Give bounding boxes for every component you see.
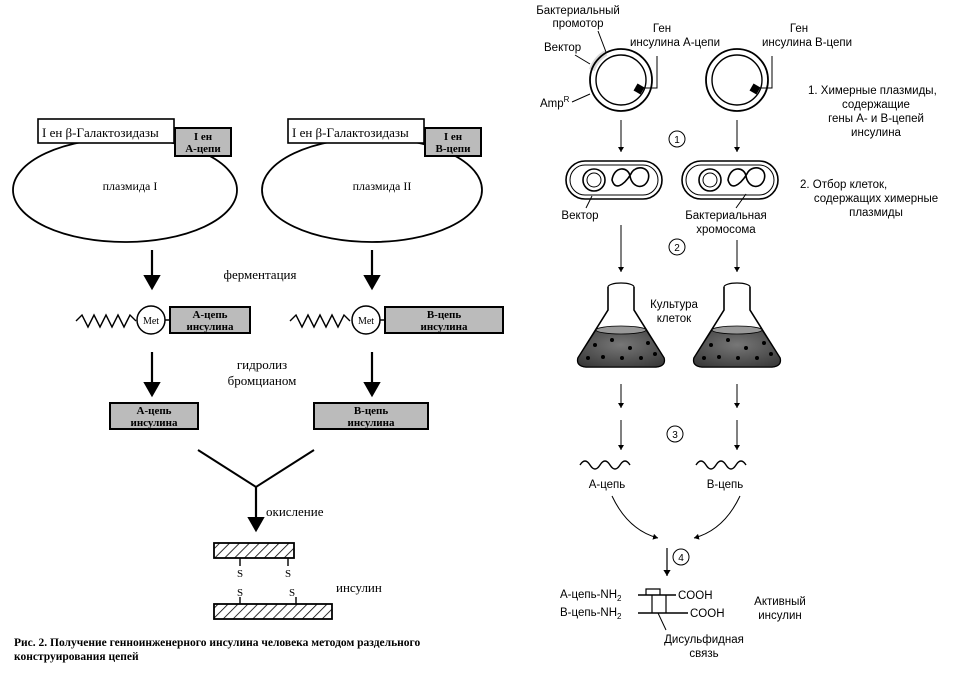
vector-label: Вектор	[544, 42, 581, 54]
step2-circle	[668, 238, 686, 256]
disulfide-label-2: связь	[689, 648, 718, 660]
culture-label-1: Культура	[650, 299, 698, 311]
caption-line-1: Рис. 2. Получение генноинженерного инсул…	[14, 637, 421, 649]
chain-a-line1: А-цепь	[137, 405, 172, 417]
note1-line1: 1. Химерные плазмиды,	[808, 85, 937, 97]
note1-line2: содержащие	[842, 99, 910, 111]
step-oxidation: окисление	[266, 504, 324, 519]
figure-caption: Рис. 2. Получение генноинженерного инсул…	[14, 636, 534, 664]
step-hydrolysis-line1: гидролиз	[237, 357, 287, 372]
b-chain-nh2: В-цепь-NH2	[560, 607, 622, 621]
met-label-2: Met	[358, 316, 374, 327]
chain-b-box: В-цепь инсулина	[313, 402, 429, 430]
promoter-label-1: Бактериальный	[536, 5, 620, 17]
plasmid-1-name: плазмида I	[103, 179, 158, 193]
chromosome-label-2: хромосома	[696, 224, 756, 236]
chain-a-label: А-цепь	[589, 479, 626, 491]
merge-arrow-a	[611, 495, 659, 540]
chain-b-line1: В-цепь	[354, 405, 389, 417]
fusion-protein-b: Met В-цепь инсулина	[289, 305, 504, 335]
met-label-1: Met	[143, 316, 159, 327]
insulin-label: инсулин	[336, 580, 382, 595]
step4-number: 4	[678, 553, 684, 564]
note2-line3: плазмиды	[849, 207, 903, 219]
bacterium-b	[681, 160, 779, 200]
chimeric-plasmid-a	[589, 48, 658, 112]
fusion-a-line2: инсулина	[187, 321, 234, 333]
gene-b-box-line1: I ен	[444, 131, 463, 143]
disulfide-label-1: Дисульфидная	[664, 634, 744, 646]
beta-gal-gene-label-2: I ен β-Гaлaктoзидaзы	[292, 125, 409, 140]
step-hydrolysis-line2: бромцианом	[228, 373, 297, 388]
plasmid-2: I ен β-Гaлaктoзидaзы I ен В-цепи плазмид…	[261, 118, 483, 243]
gene-b-label-2: инсулина В-цепи	[762, 37, 852, 49]
step1-circle	[668, 130, 686, 148]
gene-a-box-line2: А-цепи	[185, 143, 221, 155]
promoter-pointer	[597, 30, 607, 53]
chain-a-wave	[579, 460, 631, 470]
beta-gal-gene-label: I ен β-Гaлaктoзидaзы	[42, 125, 159, 140]
plasmid-2-name: плазмида II	[353, 179, 412, 193]
s-atom-2: S	[285, 568, 291, 580]
gene-a-label-1: Ген	[653, 23, 671, 35]
note1-line4: инсулина	[851, 127, 902, 139]
plasmid-1: I ен β-Гaлaктoзидaзы I ен А-цепи плазмид…	[12, 118, 238, 243]
fusion-a-line1: А-цепь	[193, 309, 228, 321]
step3-number: 3	[672, 430, 678, 441]
promoter-label-2: промотор	[553, 18, 604, 30]
note2-line2: содержащих химерные	[814, 193, 938, 205]
chain-a-box: А-цепь инсулина	[109, 402, 199, 430]
gene-b-box-line2: В-цепи	[436, 143, 472, 155]
ampr-pointer	[571, 93, 591, 103]
s-atom-3: S	[237, 587, 243, 599]
s-atom-4: S	[289, 587, 295, 599]
a-chain-nh2: А-цепь-NH2	[560, 589, 622, 603]
note1-line3: гены А- и В-цепей	[828, 113, 924, 125]
gene-a-box-line1: I ен	[194, 131, 213, 143]
bacterium-a	[565, 160, 663, 200]
step1-number: 1	[674, 135, 680, 146]
insulin-molecule: S S S S	[213, 542, 333, 620]
chromosome-label-1: Бактериальная	[685, 210, 767, 222]
fusion-b-line2: инсулина	[421, 321, 468, 333]
step-fermentation: ферментация	[224, 267, 297, 282]
ampr-label: AmpR	[540, 95, 570, 110]
gene-b-label-1: Ген	[790, 23, 808, 35]
step2-number: 2	[674, 243, 680, 254]
chain-b-label: В-цепь	[707, 479, 744, 491]
fusion-protein-a: Met А-цепь инсулина	[75, 305, 251, 335]
active-insulin-label-2: инсулин	[758, 610, 802, 622]
s-atom-1: S	[237, 568, 243, 580]
chain-a-line2: инсулина	[131, 417, 178, 429]
culture-flask-b	[692, 282, 782, 368]
active-insulin-label-1: Активный	[754, 596, 806, 608]
vector-pointer	[574, 54, 591, 65]
culture-flask-a	[576, 282, 666, 368]
chain-b-line2: инсулина	[348, 417, 395, 429]
fusion-b-line1: В-цепь	[427, 309, 462, 321]
cooh-a: COOH	[678, 590, 713, 602]
vector-label-2: Вектор	[561, 210, 598, 222]
chimeric-plasmid-b	[705, 48, 773, 112]
culture-label-2: клеток	[657, 313, 692, 325]
step4-circle	[672, 548, 690, 566]
merge-arrow-b	[693, 495, 741, 540]
chain-b-wave	[695, 460, 747, 470]
merge-lines	[197, 449, 315, 489]
active-insulin: А-цепь-NH2 В-цепь-NH2 COOH COOH	[560, 588, 725, 631]
cooh-b: COOH	[690, 608, 725, 620]
caption-line-2: конструирования цепей	[14, 651, 139, 663]
step3-circle	[666, 425, 684, 443]
gene-a-label-2: инсулина А-цепи	[630, 37, 720, 49]
note2-line1: 2. Отбор клеток,	[800, 179, 887, 191]
